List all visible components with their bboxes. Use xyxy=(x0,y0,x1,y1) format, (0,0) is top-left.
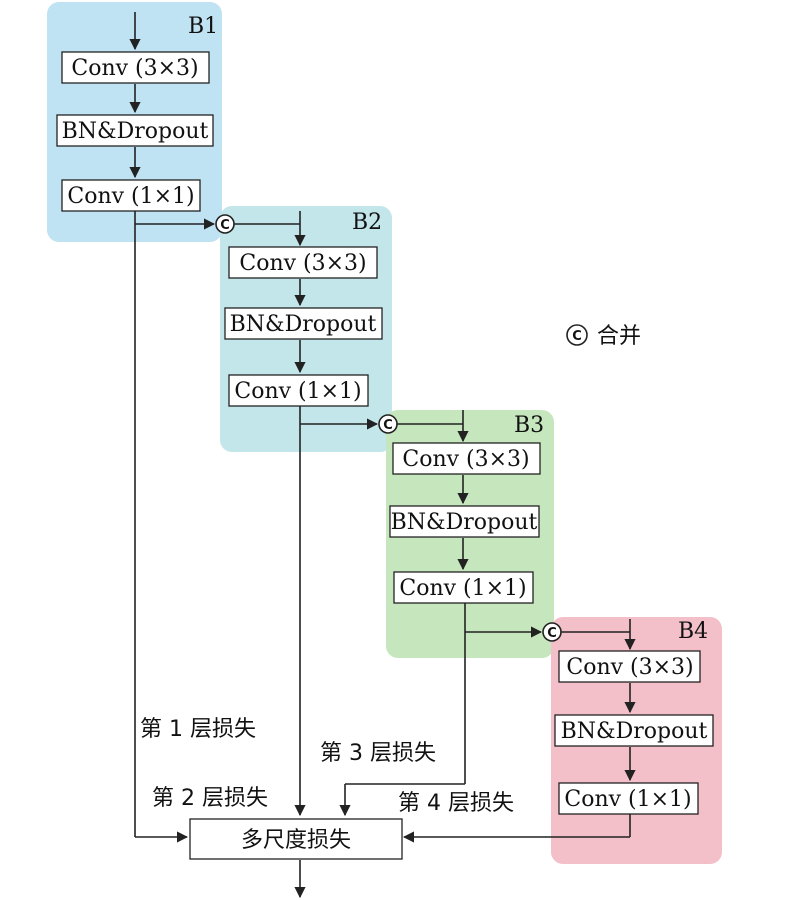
concat-icon-1-label: C xyxy=(220,218,230,233)
block-b4-label: B4 xyxy=(678,619,708,644)
legend-concat-symbol: C xyxy=(572,329,582,344)
b2-conv3x3-text: Conv (3×3) xyxy=(239,251,366,276)
concat-icon-3-label: C xyxy=(547,626,557,641)
loss-layer2-label: 第 2 层损失 xyxy=(152,786,268,811)
loss-layer3-label: 第 3 层损失 xyxy=(320,741,436,766)
b2-bn-dropout-box xyxy=(224,307,383,340)
b1-conv3x3-box xyxy=(61,51,210,84)
b3-conv3x3-text: Conv (3×3) xyxy=(402,447,529,472)
b3-bn-dropout-box xyxy=(389,505,540,538)
b2-conv1x1-text: Conv (1×1) xyxy=(234,379,361,404)
b4-conv1x1-text: Conv (1×1) xyxy=(564,787,691,812)
concat-icon-2-label: C xyxy=(383,418,393,433)
b3-conv3x3-box xyxy=(392,442,541,475)
multi-scale-loss-box xyxy=(189,818,403,860)
b1-bn-dropout-box xyxy=(56,114,214,147)
block-b2-label: B2 xyxy=(352,210,382,235)
b4-bn-dropout-box xyxy=(554,714,714,747)
b4-conv3x3-box xyxy=(558,650,701,683)
b3-bn-dropout-text: BN&Dropout xyxy=(391,510,538,535)
b2-conv3x3-box xyxy=(228,246,378,279)
loss-layer4-label: 第 4 层损失 xyxy=(398,791,514,816)
b1-conv1x1-box xyxy=(61,179,201,212)
b1-conv1x1-text: Conv (1×1) xyxy=(67,184,194,209)
b3-conv1x1-box xyxy=(393,571,534,604)
b3-conv1x1-text: Conv (1×1) xyxy=(399,576,526,601)
b4-conv1x1-box xyxy=(558,782,699,815)
legend-concat-icon xyxy=(566,324,588,346)
legend-concat-text: 合并 xyxy=(597,324,641,349)
b1-conv3x3-text: Conv (3×3) xyxy=(71,56,198,81)
block-b3-label: B3 xyxy=(514,413,544,438)
b1-bn-dropout-text: BN&Dropout xyxy=(62,119,209,144)
block-b1-label: B1 xyxy=(188,14,218,39)
loss-layer1-label: 第 1 层损失 xyxy=(140,717,256,742)
b4-bn-dropout-text: BN&Dropout xyxy=(561,719,708,744)
multi-scale-loss-text: 多尺度损失 xyxy=(241,828,351,853)
b2-bn-dropout-text: BN&Dropout xyxy=(230,312,377,337)
b4-conv3x3-text: Conv (3×3) xyxy=(566,655,693,680)
b2-conv1x1-box xyxy=(228,374,369,407)
